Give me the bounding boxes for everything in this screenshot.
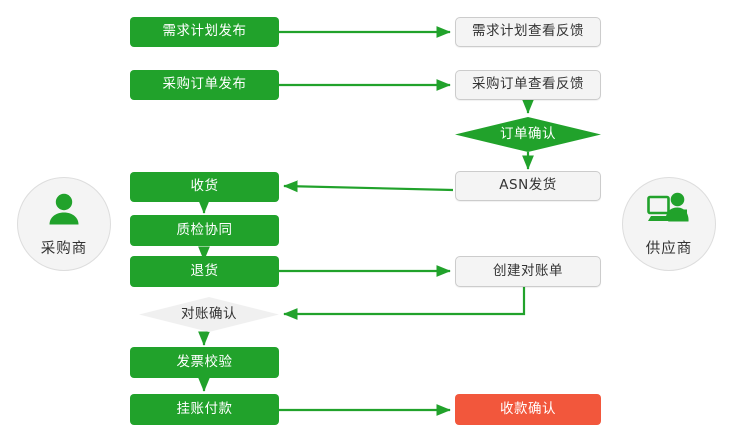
edge-asn-to-receiving — [283, 180, 454, 193]
node-asn-shipment[interactable]: ASN发货 — [455, 171, 601, 201]
node-po-publish[interactable]: 采购订单发布 — [130, 70, 279, 100]
node-invoice-verify[interactable]: 发票校验 — [130, 347, 279, 378]
edge-statement-to-confirm — [283, 287, 526, 320]
actor-buyer[interactable]: 采购商 — [17, 177, 111, 271]
node-payment-on-account[interactable]: 挂账付款 — [130, 394, 279, 425]
node-receiving[interactable]: 收货 — [130, 172, 279, 202]
node-receipt-confirm[interactable]: 收款确认 — [455, 394, 601, 425]
node-order-confirm[interactable]: 订单确认 — [455, 117, 601, 152]
node-demand-plan-feedback[interactable]: 需求计划查看反馈 — [455, 17, 601, 47]
node-demand-plan-publish[interactable]: 需求计划发布 — [130, 17, 279, 47]
statement-confirm-label: 对账确认 — [181, 305, 237, 322]
node-po-feedback[interactable]: 采购订单查看反馈 — [455, 70, 601, 100]
node-statement-confirm[interactable]: 对账确认 — [139, 297, 279, 332]
person-icon — [44, 191, 84, 235]
node-quality-collab[interactable]: 质检协同 — [130, 215, 279, 246]
node-return-goods[interactable]: 退货 — [130, 256, 279, 287]
node-create-statement[interactable]: 创建对账单 — [455, 256, 601, 287]
person-at-computer-icon — [646, 191, 692, 235]
order-confirm-label: 订单确认 — [500, 125, 556, 142]
actor-buyer-label: 采购商 — [40, 240, 88, 257]
actor-supplier-label: 供应商 — [645, 240, 693, 257]
actor-supplier[interactable]: 供应商 — [622, 177, 716, 271]
